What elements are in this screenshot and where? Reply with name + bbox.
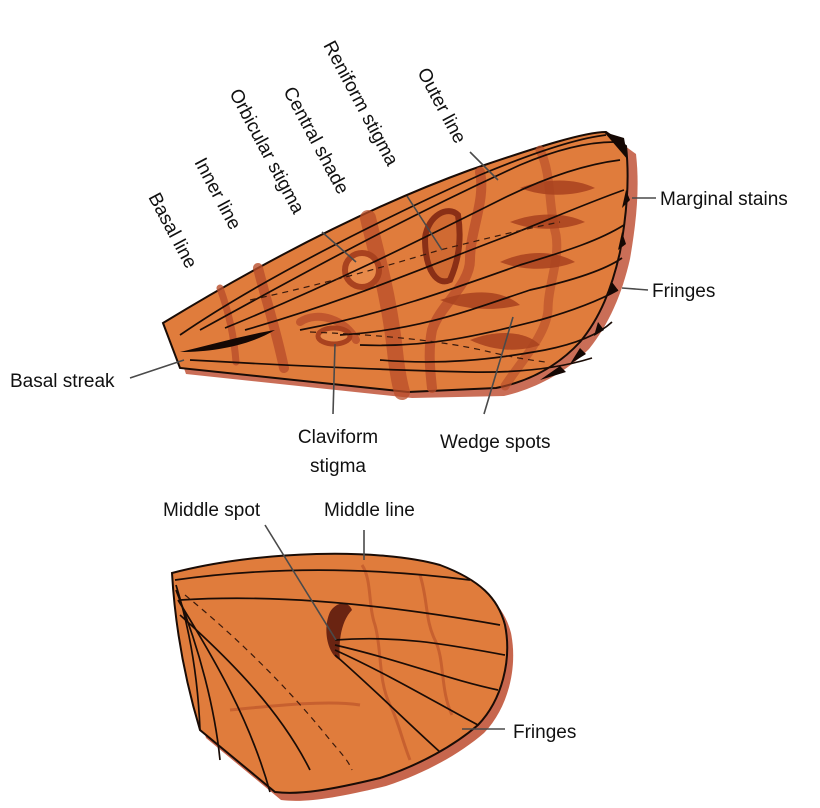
label-basal-line: Basal line bbox=[144, 189, 201, 272]
forewing-dashed-line bbox=[249, 221, 561, 301]
hindwing bbox=[170, 552, 514, 801]
outer-line-band bbox=[424, 167, 487, 393]
forewing bbox=[161, 130, 638, 400]
label-inner-line: Inner line bbox=[190, 154, 245, 233]
leader-orbicular bbox=[321, 231, 357, 263]
leader-wedge bbox=[483, 316, 514, 415]
hindwing-veins bbox=[174, 569, 506, 793]
forewing-dashed-line-lower bbox=[309, 331, 546, 363]
hindwing-body bbox=[170, 552, 509, 794]
claviform-stigma bbox=[315, 325, 353, 347]
inner-line-band bbox=[253, 263, 289, 373]
middle-line-band bbox=[360, 564, 412, 761]
leader-middle-spot bbox=[264, 524, 337, 641]
middle-spot bbox=[326, 603, 352, 660]
hindwing-label-group: Middle spot Middle line Fringes bbox=[163, 500, 576, 743]
basal-line-band bbox=[216, 284, 240, 366]
label-claviform-line1: Claviform bbox=[298, 427, 378, 448]
label-middle-spot: Middle spot bbox=[163, 500, 261, 521]
label-claviform-line2: stigma bbox=[310, 456, 366, 477]
label-basal-streak: Basal streak bbox=[10, 371, 115, 392]
label-middle-line: Middle line bbox=[324, 500, 415, 521]
basal-streak bbox=[180, 330, 275, 352]
leader-outer bbox=[469, 151, 499, 181]
label-fringes-hindwing: Fringes bbox=[513, 722, 576, 743]
leader-reniform bbox=[406, 195, 443, 251]
label-marginal-stains: Marginal stains bbox=[660, 189, 788, 210]
label-outer-line: Outer line bbox=[413, 64, 470, 147]
hindwing-dashed-line bbox=[184, 594, 353, 771]
hindwing-bands bbox=[229, 564, 454, 761]
leader-lines bbox=[129, 151, 656, 730]
label-fringes-forewing: Fringes bbox=[652, 281, 715, 302]
marginal-stains bbox=[540, 132, 630, 380]
wedge-spots bbox=[440, 180, 595, 350]
central-shade-band bbox=[360, 210, 410, 400]
label-wedge-spots: Wedge spots bbox=[440, 432, 551, 453]
leader-fringes bbox=[621, 287, 649, 291]
leader-basal-streak bbox=[129, 359, 185, 379]
forewing-veins bbox=[179, 134, 625, 373]
leader-claviform bbox=[332, 343, 336, 415]
orbicular-stigma bbox=[342, 250, 382, 290]
